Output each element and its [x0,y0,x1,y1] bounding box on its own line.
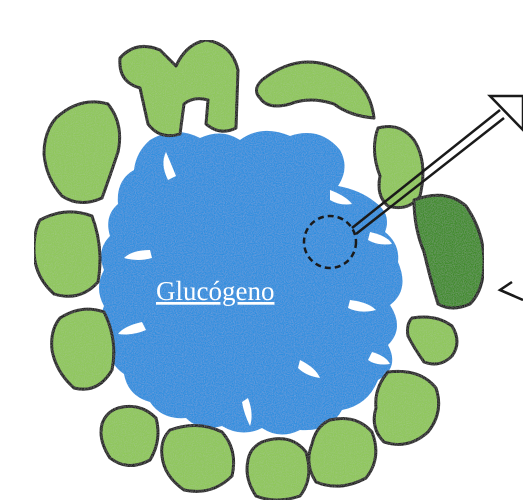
segment-bottom-center-left [162,425,234,491]
segment-bottom-center-right [247,439,309,500]
segment-bottom-right [309,419,376,487]
arrow-to-highlight [500,282,523,300]
segment-top-right [256,62,374,118]
segment-left-lower [52,309,114,389]
segment-highlight [414,195,484,308]
segment-right-middle [408,317,458,364]
segment-right-lower [374,371,438,444]
segment-top-h [120,40,238,136]
core-label: Glucógeno [156,276,274,306]
segment-right-upper [374,127,422,208]
segment-left-upper [44,102,120,203]
segment-bottom-left [101,406,158,465]
segment-left-middle [34,212,100,296]
